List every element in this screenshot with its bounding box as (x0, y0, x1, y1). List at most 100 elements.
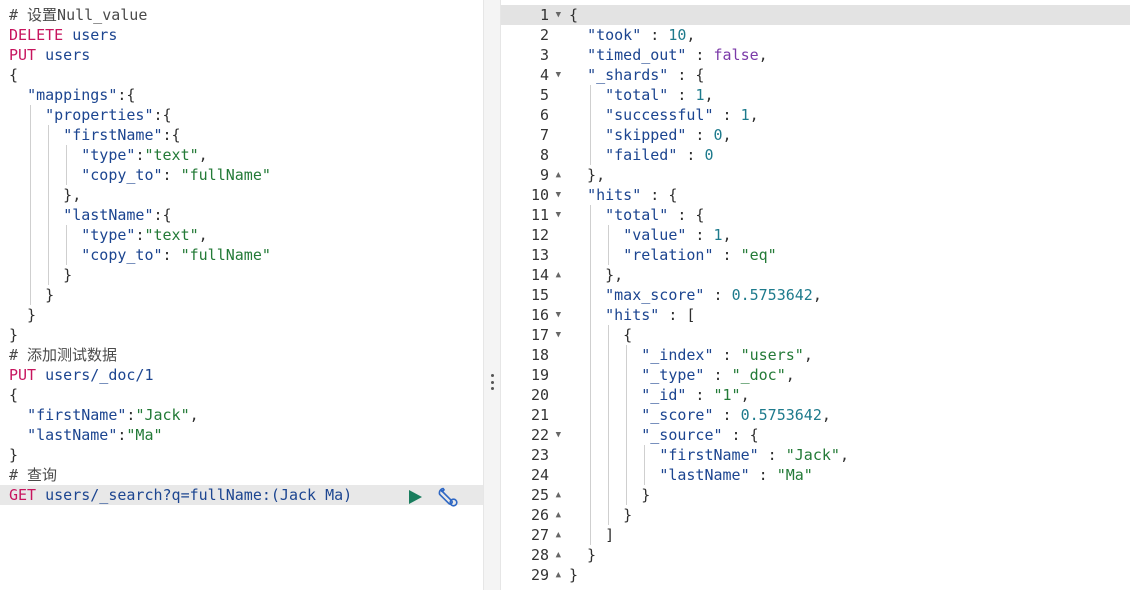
fold-open-icon[interactable]: ▼ (555, 10, 561, 20)
request-line[interactable]: "firstName":{ (0, 125, 483, 145)
request-line[interactable]: } (0, 305, 483, 325)
request-line[interactable]: } (0, 285, 483, 305)
line-number: 22 (530, 426, 549, 444)
response-line: }, (565, 265, 1130, 285)
request-line[interactable]: DELETE users (0, 25, 483, 45)
code-token: , (189, 406, 199, 424)
code-token: } (9, 326, 19, 344)
code-token: } (569, 546, 597, 564)
code-token: "text" (144, 146, 199, 164)
code-token: # 查询 (9, 466, 58, 484)
fold-close-icon[interactable]: ▲ (555, 550, 561, 560)
response-line: "hits" : [ (565, 305, 1130, 325)
line-number: 12 (530, 226, 549, 244)
gutter-line: 15 (501, 285, 565, 305)
code-token: } (9, 266, 73, 284)
gutter-line: 27 ▲ (501, 525, 565, 545)
request-line[interactable]: "type":"text", (0, 225, 483, 245)
code-token: , (198, 146, 208, 164)
request-line[interactable]: # 设置Null_value (0, 5, 483, 25)
fold-open-icon[interactable]: ▼ (555, 190, 561, 200)
code-token: "text" (144, 226, 199, 244)
fold-open-icon[interactable]: ▼ (555, 210, 561, 220)
indent-guide (30, 105, 32, 305)
request-line[interactable]: }, (0, 185, 483, 205)
code-token: : (686, 226, 714, 244)
line-number: 6 (539, 106, 549, 124)
run-request-button[interactable] (405, 487, 425, 507)
code-token: }, (569, 166, 606, 184)
request-line[interactable]: "copy_to": "fullName" (0, 165, 483, 185)
code-token: "lastName" (27, 426, 118, 444)
code-token: { (569, 326, 633, 344)
response-line: ] (565, 525, 1130, 545)
wrench-icon (438, 487, 458, 507)
request-line[interactable]: { (0, 65, 483, 85)
gutter-line: 13 (501, 245, 565, 265)
code-token: 0 (713, 126, 723, 144)
request-line[interactable]: } (0, 265, 483, 285)
request-line[interactable]: { (0, 385, 483, 405)
fold-close-icon[interactable]: ▲ (555, 570, 561, 580)
indent-guide (590, 205, 592, 545)
request-line[interactable]: } (0, 325, 483, 345)
request-line[interactable]: "lastName":{ (0, 205, 483, 225)
request-line[interactable]: "mappings":{ (0, 85, 483, 105)
response-line: "_source" : { (565, 425, 1130, 445)
fold-open-icon[interactable]: ▼ (555, 310, 561, 320)
code-token (569, 406, 641, 424)
gutter-line: 16▼ (501, 305, 565, 325)
pane-resize-handle[interactable] (483, 0, 501, 590)
request-line[interactable]: PUT users/_doc/1 (0, 365, 483, 385)
line-number: 27 (530, 526, 549, 544)
code-token: } (569, 566, 579, 584)
fold-open-icon[interactable]: ▼ (555, 70, 561, 80)
code-token: "users" (740, 346, 804, 364)
indent-guide (626, 345, 628, 505)
code-token: , (749, 106, 759, 124)
code-token (569, 226, 623, 244)
fold-close-icon[interactable]: ▲ (555, 510, 561, 520)
request-line[interactable]: "properties":{ (0, 105, 483, 125)
gutter-line: 2 (501, 25, 565, 45)
code-token (9, 166, 81, 184)
request-line[interactable]: "lastName":"Ma" (0, 425, 483, 445)
fold-close-icon[interactable]: ▲ (555, 530, 561, 540)
code-token: , (198, 226, 208, 244)
response-line: } (565, 505, 1130, 525)
code-token: "Ma" (126, 426, 163, 444)
request-line[interactable]: "firstName":"Jack", (0, 405, 483, 425)
fold-close-icon[interactable]: ▲ (555, 490, 561, 500)
line-number: 14 (530, 266, 549, 284)
request-line[interactable]: PUT users (0, 45, 483, 65)
response-line: "skipped" : 0, (565, 125, 1130, 145)
fold-close-icon[interactable]: ▲ (555, 270, 561, 280)
fold-close-icon[interactable]: ▲ (555, 170, 561, 180)
line-number: 13 (530, 246, 549, 264)
request-line[interactable]: "copy_to": "fullName" (0, 245, 483, 265)
response-line: "value" : 1, (565, 225, 1130, 245)
request-line[interactable]: # 查询 (0, 465, 483, 485)
code-token: 0 (704, 146, 714, 164)
code-token: }, (9, 186, 82, 204)
code-token: } (569, 506, 633, 524)
drag-grip-icon (491, 374, 494, 390)
fold-open-icon[interactable]: ▼ (555, 330, 561, 340)
code-token: : (704, 366, 732, 384)
code-token: "total" (605, 86, 669, 104)
fold-open-icon[interactable]: ▼ (555, 430, 561, 440)
code-token: ] (569, 526, 615, 544)
request-line[interactable]: GET users/_search?q=fullName:(Jack Ma) (0, 485, 483, 505)
response-line: "total" : 1, (565, 85, 1130, 105)
request-line[interactable]: "type":"text", (0, 145, 483, 165)
code-token: "hits" (587, 186, 642, 204)
code-token: "_id" (641, 386, 687, 404)
request-line[interactable]: # 添加测试数据 (0, 345, 483, 365)
code-token: : (135, 146, 145, 164)
code-token (569, 206, 605, 224)
request-settings-button[interactable] (437, 486, 459, 508)
request-line[interactable]: } (0, 445, 483, 465)
code-token: "_doc" (731, 366, 786, 384)
